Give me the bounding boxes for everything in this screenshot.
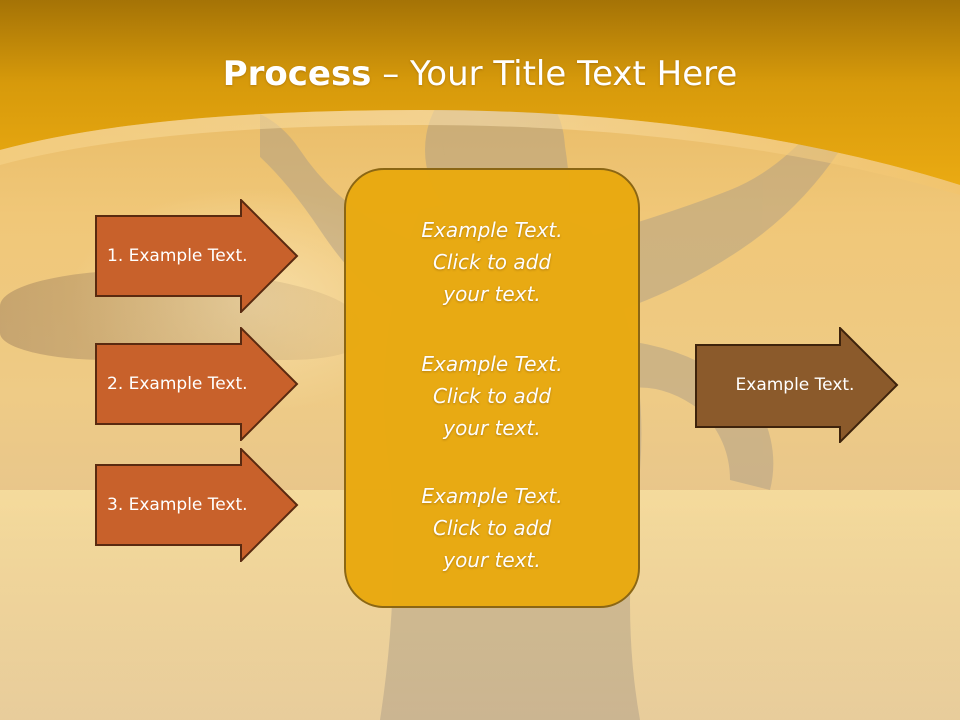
center-text-1[interactable]: Example Text. Click to add your text.: [421, 218, 563, 306]
step-1-arrow[interactable]: 1. Example Text.: [95, 199, 299, 313]
arrow-right-shape: [95, 199, 299, 313]
title-bold: Process: [222, 54, 372, 94]
center-text-2[interactable]: Example Text. Click to add your text.: [421, 352, 563, 440]
center-content-box[interactable]: Example Text. Click to add your text. Ex…: [344, 168, 640, 608]
result-label: Example Text.: [735, 375, 855, 395]
result-arrow[interactable]: Example Text.: [695, 327, 899, 443]
center-text-3[interactable]: Example Text. Click to add your text.: [421, 484, 563, 572]
header-band: [0, 0, 960, 195]
slide-title[interactable]: Process – Your Title Text Here: [0, 50, 960, 98]
title-rest: – Your Title Text Here: [371, 54, 738, 94]
step-2-label: 2. Example Text.: [107, 374, 248, 394]
step-3-label: 3. Example Text.: [107, 495, 248, 515]
arrow-right-shape: [95, 448, 299, 562]
step-1-label: 1. Example Text.: [107, 246, 248, 266]
step-2-arrow[interactable]: 2. Example Text.: [95, 327, 299, 441]
arrow-right-shape: [695, 327, 899, 443]
step-3-arrow[interactable]: 3. Example Text.: [95, 448, 299, 562]
arrow-right-shape: [95, 327, 299, 441]
